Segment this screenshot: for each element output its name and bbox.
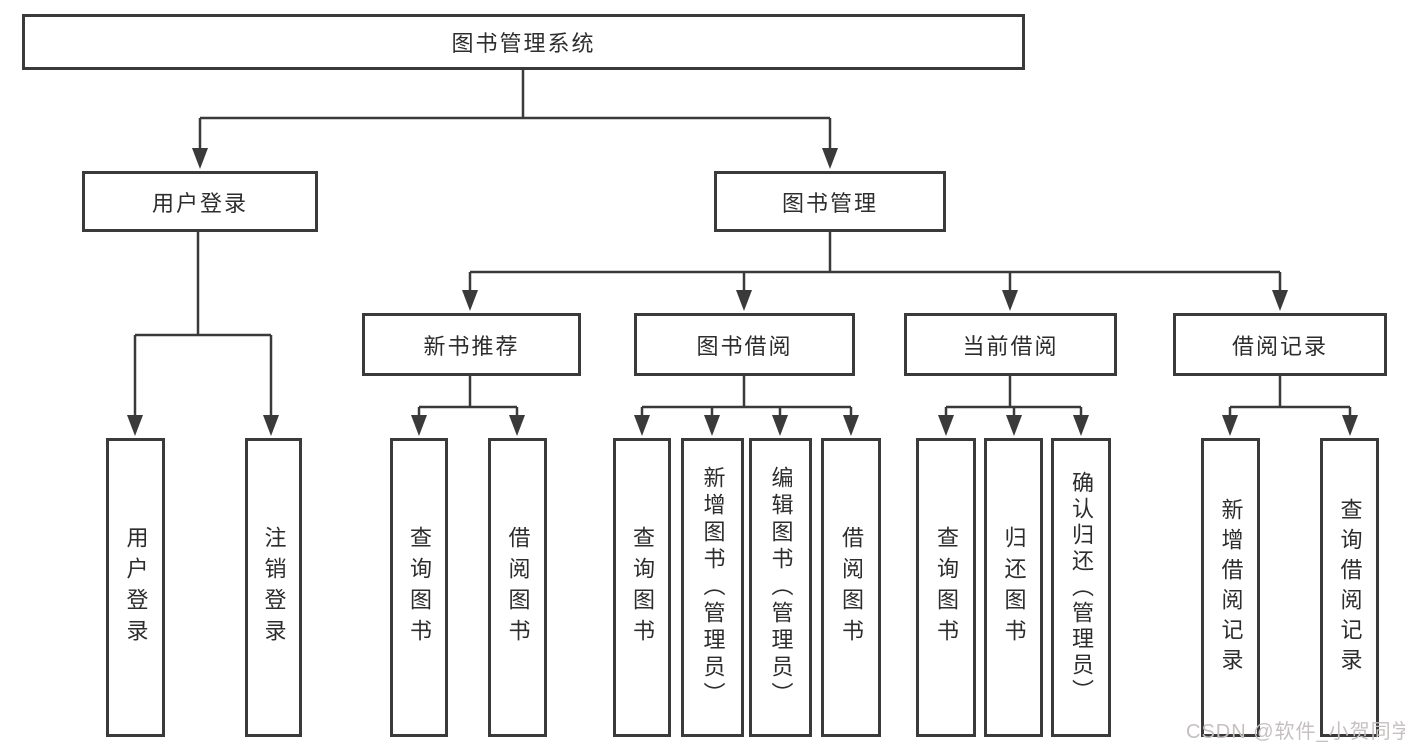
csdn-watermark: CSDN @软件_小贺同学 bbox=[1186, 721, 1405, 743]
arrow-down-icon bbox=[938, 415, 954, 436]
node-leaf-query-books-recommend: 查询图书 bbox=[390, 438, 448, 737]
node-library-system: 图书管理系统 bbox=[22, 14, 1025, 70]
node-book-management: 图书管理 bbox=[714, 171, 946, 232]
node-leaf-query-books-borrow: 查询图书 bbox=[613, 438, 671, 737]
node-new-book-recommend: 新书推荐 bbox=[362, 313, 581, 376]
node-leaf-borrow-books-recommend: 借阅图书 bbox=[488, 438, 547, 737]
node-leaf-edit-books-admin: 编辑图书（管理员） bbox=[749, 438, 812, 737]
node-leaf-logout: 注销登录 bbox=[245, 438, 302, 737]
arrow-down-icon bbox=[1222, 415, 1238, 436]
arrow-down-icon bbox=[192, 148, 208, 169]
node-borrow-records: 借阅记录 bbox=[1173, 313, 1387, 376]
node-current-borrow: 当前借阅 bbox=[904, 313, 1117, 376]
arrow-down-icon bbox=[1073, 415, 1089, 436]
node-leaf-query-books-current: 查询图书 bbox=[916, 438, 976, 737]
arrow-down-icon bbox=[1342, 415, 1358, 436]
node-leaf-add-books-admin: 新增图书（管理员） bbox=[681, 438, 744, 737]
node-leaf-user-login: 用户登录 bbox=[106, 438, 165, 737]
node-leaf-borrow-books: 借阅图书 bbox=[821, 438, 881, 737]
node-leaf-return-books: 归还图书 bbox=[984, 438, 1043, 737]
arrow-down-icon bbox=[772, 415, 788, 436]
arrow-down-icon bbox=[843, 415, 859, 436]
node-user-login: 用户登录 bbox=[82, 171, 318, 232]
node-leaf-query-borrow-record: 查询借阅记录 bbox=[1320, 438, 1379, 737]
node-book-borrow: 图书借阅 bbox=[634, 313, 855, 376]
arrow-down-icon bbox=[736, 290, 752, 311]
arrow-down-icon bbox=[1002, 290, 1018, 311]
connector-elbows bbox=[133, 70, 1352, 419]
arrow-down-icon bbox=[127, 415, 143, 436]
arrow-down-icon bbox=[822, 148, 838, 169]
arrowhead-icons bbox=[127, 148, 1358, 436]
arrow-down-icon bbox=[1272, 290, 1288, 311]
arrow-down-icon bbox=[704, 415, 720, 436]
arrow-down-icon bbox=[263, 415, 279, 436]
arrow-down-icon bbox=[509, 415, 525, 436]
node-leaf-add-borrow-record: 新增借阅记录 bbox=[1201, 438, 1260, 737]
arrow-down-icon bbox=[634, 415, 650, 436]
arrow-down-icon bbox=[462, 290, 478, 311]
arrow-down-icon bbox=[1006, 415, 1022, 436]
arrow-down-icon bbox=[411, 415, 427, 436]
node-leaf-confirm-return-admin: 确认归还（管理员） bbox=[1051, 438, 1111, 737]
